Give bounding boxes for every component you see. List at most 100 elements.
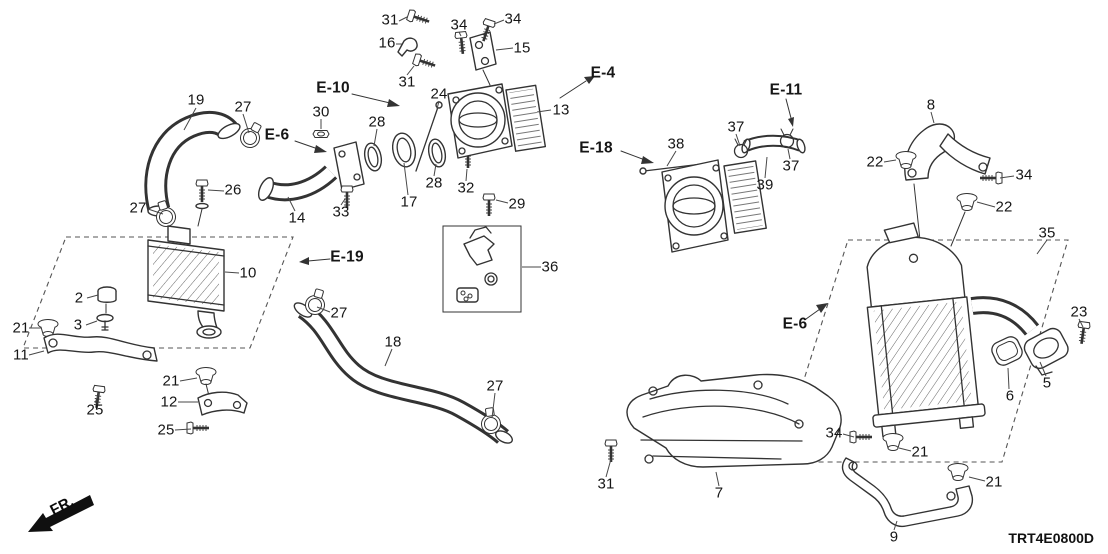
part-callout-37: 37 bbox=[782, 157, 800, 175]
air-hose-14 bbox=[257, 165, 338, 202]
bolt-26 bbox=[194, 178, 210, 204]
inlet-air-hose-19 bbox=[144, 110, 241, 217]
part-callout-39: 39 bbox=[756, 176, 774, 194]
diagram-code: TRT4E0800D bbox=[1008, 530, 1094, 546]
part-callout-6: 6 bbox=[1005, 387, 1015, 405]
bracket-11 bbox=[43, 333, 158, 362]
part-callout-34: 34 bbox=[1015, 166, 1033, 184]
clip-37 bbox=[733, 138, 749, 159]
part-callout-30: 30 bbox=[312, 103, 330, 121]
throttle-body-38 bbox=[639, 159, 767, 253]
grommet-21 bbox=[947, 463, 969, 481]
part-callout-21: 21 bbox=[985, 473, 1003, 491]
throttle-body-13 bbox=[447, 83, 547, 159]
part-callout-31: 31 bbox=[381, 11, 399, 29]
bracket-9 bbox=[841, 457, 974, 528]
intercooler-10 bbox=[147, 225, 225, 339]
spacer-17 bbox=[391, 132, 417, 168]
bolt-31 bbox=[405, 7, 433, 29]
part-callout-11: 11 bbox=[13, 346, 29, 364]
grommet-22 bbox=[956, 193, 978, 211]
washer-26 bbox=[195, 202, 209, 210]
part-callout-34: 34 bbox=[450, 16, 468, 34]
part-callout-37: 37 bbox=[727, 118, 745, 136]
clip-37 bbox=[779, 128, 795, 149]
nut-30 bbox=[312, 130, 330, 138]
part-callout-27: 27 bbox=[486, 377, 504, 395]
part-callout-21: 21 bbox=[12, 319, 30, 337]
part-callout-8: 8 bbox=[926, 96, 936, 114]
reference-label-E-6: E-6 bbox=[264, 126, 290, 144]
leader-lines bbox=[28, 16, 1084, 531]
bracket-8 bbox=[904, 123, 991, 181]
part-callout-31: 31 bbox=[597, 475, 615, 493]
part-callout-27: 27 bbox=[234, 98, 252, 116]
part-callout-27: 27 bbox=[129, 199, 147, 217]
part-callout-28: 28 bbox=[425, 174, 443, 192]
bolt-23 bbox=[1074, 319, 1092, 346]
part-callout-21: 21 bbox=[911, 443, 929, 461]
bolt-31 bbox=[603, 438, 619, 464]
part-callout-22: 22 bbox=[866, 153, 884, 171]
part-callout-14: 14 bbox=[288, 209, 306, 227]
reference-label-E-10: E-10 bbox=[316, 79, 350, 97]
o-ring-28 bbox=[363, 142, 383, 172]
part-callout-7: 7 bbox=[714, 484, 724, 502]
part-callout-21: 21 bbox=[162, 372, 180, 390]
bracket-12 bbox=[197, 391, 248, 416]
breather-hose-39 bbox=[741, 134, 806, 154]
bolt-34 bbox=[453, 30, 471, 56]
part-callout-24: 24 bbox=[430, 85, 448, 103]
reference-label-E-19: E-19 bbox=[330, 248, 364, 266]
grommet-21 bbox=[195, 367, 217, 385]
rubber-mount-2 bbox=[97, 286, 117, 303]
reference-arrows bbox=[294, 76, 828, 320]
o-ring-28 bbox=[427, 138, 447, 168]
part-callout-3: 3 bbox=[73, 316, 83, 334]
part-callout-10: 10 bbox=[239, 264, 257, 282]
part-callout-25: 25 bbox=[86, 401, 104, 419]
air-cleaner-case-7 bbox=[626, 373, 842, 468]
part-callout-27: 27 bbox=[330, 304, 348, 322]
part-callout-22: 22 bbox=[995, 198, 1013, 216]
part-callout-15: 15 bbox=[513, 39, 531, 57]
part-callout-25: 25 bbox=[157, 421, 175, 439]
bolt-29 bbox=[481, 192, 497, 218]
reference-label-E-18: E-18 bbox=[579, 139, 613, 157]
part-callout-9: 9 bbox=[889, 528, 899, 546]
hose-clamp-27 bbox=[236, 118, 267, 152]
washer-bolt-3 bbox=[96, 313, 114, 331]
part-callout-34: 34 bbox=[825, 424, 843, 442]
part-callout-33: 33 bbox=[332, 203, 350, 221]
fr-direction-arrow bbox=[28, 495, 94, 532]
bracket-15 bbox=[469, 31, 497, 71]
intercooler-35 bbox=[866, 222, 986, 438]
clip-16 bbox=[397, 37, 418, 57]
bolt-25 bbox=[185, 420, 211, 436]
outlet-duct-5 bbox=[970, 296, 1069, 376]
part-callout-26: 26 bbox=[224, 181, 242, 199]
assembly-outline-right bbox=[777, 239, 1069, 463]
stud-24 bbox=[415, 106, 439, 172]
reference-label-E-4: E-4 bbox=[590, 64, 616, 82]
part-callout-19: 19 bbox=[187, 91, 205, 109]
part-callout-35: 35 bbox=[1038, 224, 1056, 242]
part-callout-18: 18 bbox=[384, 333, 402, 351]
part-callout-36: 36 bbox=[541, 258, 559, 276]
air-hose-18 bbox=[293, 302, 513, 444]
part-callout-12: 12 bbox=[160, 393, 178, 411]
pipe-flange-14 bbox=[333, 141, 365, 191]
reference-label-E-11: E-11 bbox=[769, 81, 803, 99]
assembly-outline-left bbox=[22, 236, 294, 349]
reference-label-E-6: E-6 bbox=[782, 315, 808, 333]
gasket-6 bbox=[991, 336, 1023, 366]
part-callout-38: 38 bbox=[667, 135, 685, 153]
part-callout-31: 31 bbox=[398, 73, 416, 91]
part-callout-29: 29 bbox=[508, 195, 526, 213]
part-callout-16: 16 bbox=[378, 34, 396, 52]
sensor-kit-36 bbox=[442, 225, 522, 313]
part-callout-17: 17 bbox=[400, 193, 418, 211]
part-callout-2: 2 bbox=[74, 289, 84, 307]
